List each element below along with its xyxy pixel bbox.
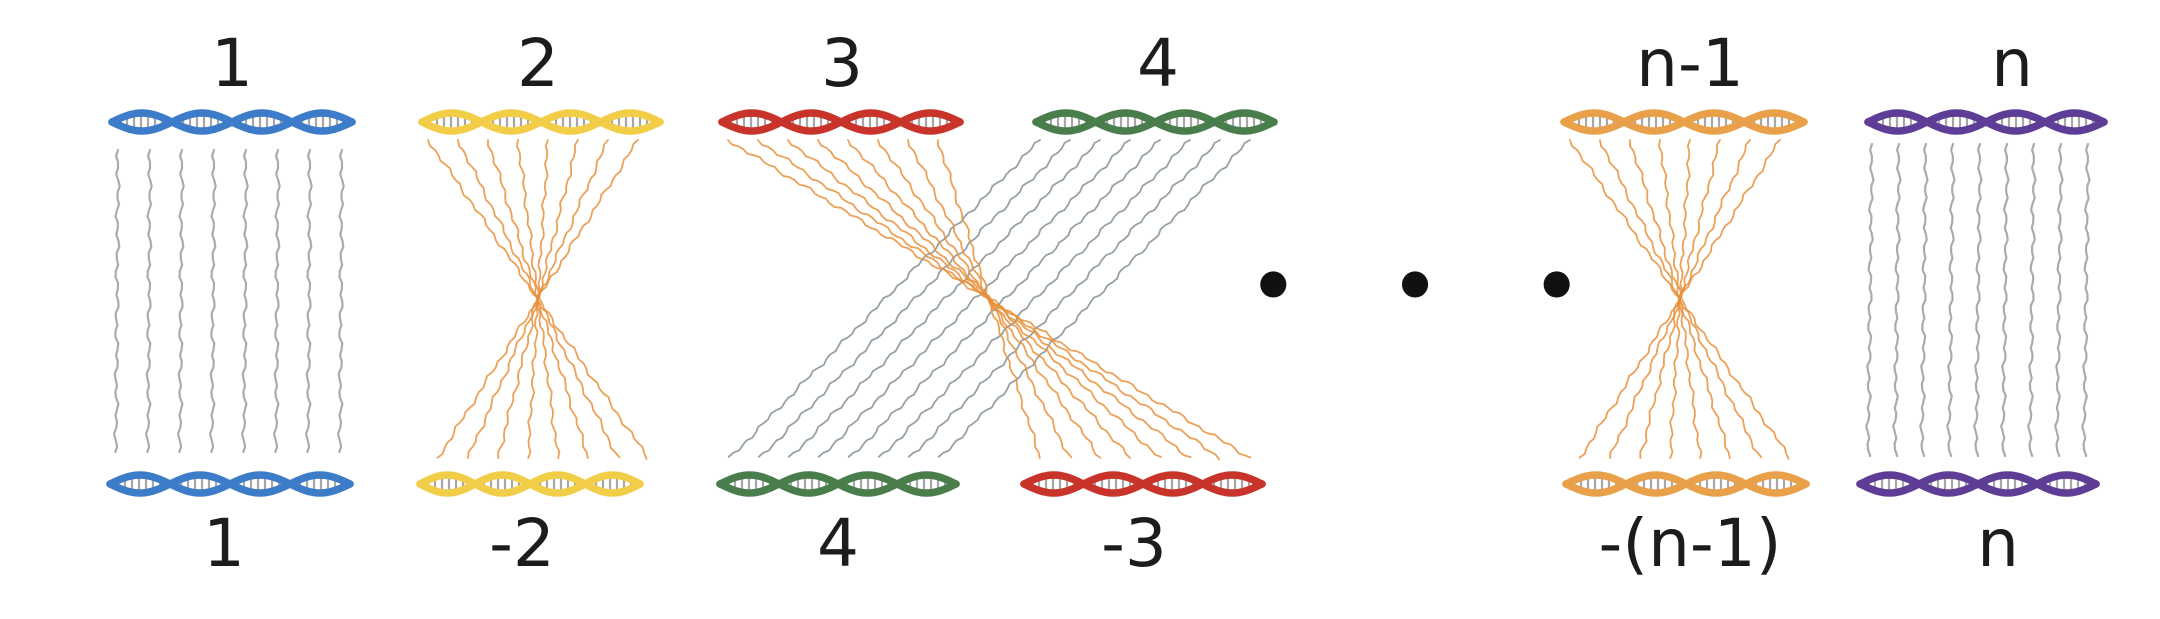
link-strand (877, 139, 1102, 459)
link-strand (272, 148, 281, 454)
helix-top-n-minus-1 (1560, 109, 1808, 135)
group-n: n n (1977, 25, 2033, 582)
helix-segments (106, 109, 2108, 497)
bottom-label-neg-2: -2 (489, 505, 555, 582)
link-strand (208, 148, 217, 454)
ellipsis: • • • (1247, 235, 1613, 340)
link-strand (937, 139, 1251, 458)
group-2: 2 -2 (489, 25, 559, 582)
bottom-label-n: n (1977, 505, 2019, 582)
helix-bottom-neg-n-minus-1 (1562, 471, 1810, 497)
top-label-3: 3 (821, 25, 863, 102)
link-strand (176, 148, 185, 454)
connection-lines (112, 139, 2091, 461)
link-strand (1639, 139, 1721, 459)
link-strand (2000, 142, 2010, 458)
helix-top-n (1864, 109, 2108, 135)
link-strand (2054, 142, 2064, 458)
top-label-n-minus-1: n-1 (1636, 25, 1744, 102)
link-strand (1973, 142, 1983, 458)
bottom-label-1: 1 (203, 505, 245, 582)
group-1: 1 1 (203, 25, 253, 582)
helix-bottom-2 (416, 471, 644, 497)
link-strand (2027, 142, 2037, 458)
top-label-2: 2 (517, 25, 559, 102)
link-strand (497, 139, 579, 459)
helix-bottom-neg-3 (1020, 471, 1266, 497)
link-strand (757, 139, 1071, 458)
link-strand (847, 139, 1161, 458)
top-label-4: 4 (1137, 25, 1179, 102)
link-strand (1865, 142, 1875, 458)
helix-top-4 (1032, 109, 1278, 135)
link-strand (877, 139, 1191, 458)
bottom-label-neg-n-minus-1: -(n-1) (1599, 505, 1782, 582)
link-strand (240, 148, 249, 454)
link-strand (304, 148, 313, 454)
group-3-4: 3 4 4 -3 (817, 25, 1179, 582)
link-strand (937, 139, 1041, 459)
helix-top-1 (108, 109, 356, 135)
bottom-label-neg-3: -3 (1101, 505, 1167, 582)
helix-bottom-1 (106, 471, 354, 497)
link-strand (1919, 142, 1929, 458)
group-n-1: n-1 -(n-1) (1599, 25, 1782, 582)
link-strand (817, 139, 1131, 458)
top-label-1: 1 (211, 25, 253, 102)
link-strand (1892, 142, 1902, 458)
helix-bottom-n (1856, 471, 2100, 497)
link-strand (112, 148, 121, 454)
link-strand (1578, 139, 1781, 459)
link-strand (1946, 142, 1956, 458)
link-strand (336, 148, 345, 454)
bottom-label-4: 4 (817, 505, 859, 582)
top-label-n: n (1991, 25, 2033, 102)
link-strand (2081, 142, 2091, 458)
helix-top-2 (418, 109, 664, 135)
link-strand (144, 148, 153, 454)
link-strand (907, 139, 1221, 458)
helix-top-3 (718, 109, 964, 135)
link-strand (436, 139, 639, 459)
link-strand (727, 139, 1041, 458)
link-strand (787, 139, 1101, 458)
helix-bottom-4 (716, 471, 960, 497)
